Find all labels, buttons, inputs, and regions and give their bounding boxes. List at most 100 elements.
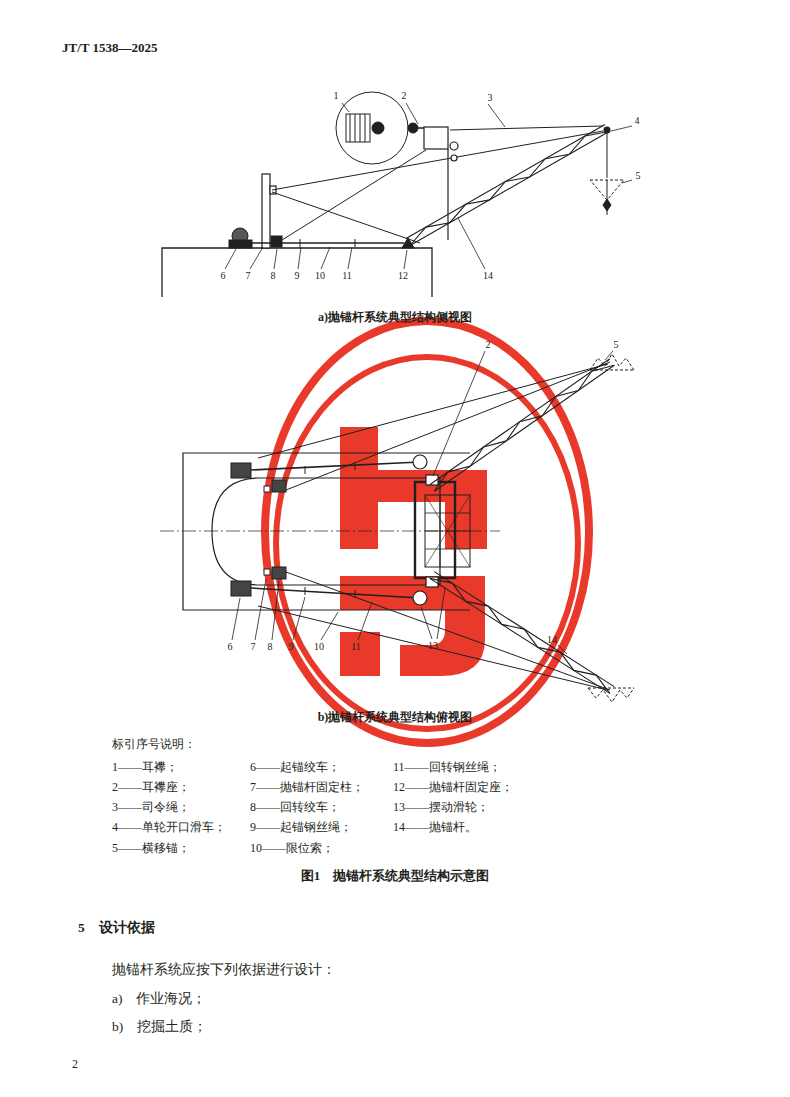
winches-top bbox=[231, 463, 286, 596]
leader-lines-top bbox=[558, 645, 567, 654]
leader-lines-top bbox=[321, 612, 338, 640]
winches-top bbox=[272, 480, 286, 492]
key-entry: 11——回转钢丝绳； bbox=[393, 761, 501, 775]
anchor-booms-top bbox=[430, 578, 610, 693]
wire-ropes bbox=[282, 150, 426, 240]
wire-ropes bbox=[252, 242, 404, 244]
eye-inset bbox=[346, 114, 370, 142]
leader-lines-side bbox=[488, 104, 505, 127]
traverse-anchors-top bbox=[590, 370, 634, 371]
body-text: a) 作业海况； bbox=[112, 991, 207, 1007]
swing-pulleys bbox=[413, 591, 427, 605]
body-text: b) 挖掘土质； bbox=[112, 1019, 207, 1035]
eye-seat-tower bbox=[424, 127, 458, 240]
leader-lines-side bbox=[274, 249, 277, 269]
callout-number: 2 bbox=[402, 90, 407, 102]
wire-ropes bbox=[300, 239, 301, 247]
leader-lines-side bbox=[225, 249, 236, 269]
swing-pulleys bbox=[413, 455, 427, 469]
page-header: JT/T 1538—2025 bbox=[62, 41, 157, 56]
callout-number: 11 bbox=[342, 270, 352, 282]
key-heading: 标引序号说明： bbox=[112, 738, 196, 752]
callout-number: 12 bbox=[398, 270, 408, 282]
eye-seat-tower bbox=[450, 142, 458, 150]
section-heading: 5 设计依据 bbox=[78, 920, 155, 936]
key-entry: 7——抛锚杆固定柱； bbox=[250, 781, 364, 795]
key-entry: 1——耳襻； bbox=[112, 761, 178, 775]
callout-number: 14 bbox=[483, 270, 493, 282]
leader-lines-side bbox=[250, 247, 263, 269]
traverse-anchors-top bbox=[588, 354, 634, 702]
eye-seat-tower bbox=[451, 155, 457, 161]
key-entry: 5——横移锚； bbox=[112, 842, 190, 856]
watermark-logo bbox=[400, 576, 485, 676]
anchor-boom-side bbox=[410, 132, 609, 246]
hull-side bbox=[162, 248, 432, 297]
callout-number: 10 bbox=[315, 270, 325, 282]
callout-number: 9 bbox=[295, 270, 300, 282]
callout-number: 1 bbox=[334, 90, 339, 102]
bow-frame bbox=[425, 495, 470, 567]
callout-number: 7 bbox=[251, 641, 256, 653]
eye-inset bbox=[408, 123, 418, 133]
leader-lines-top bbox=[272, 581, 279, 640]
bow-frame bbox=[425, 495, 470, 567]
bow-frame bbox=[425, 495, 470, 567]
hull-top bbox=[160, 531, 500, 532]
leader-lines-top bbox=[433, 351, 485, 476]
leader-lines-top bbox=[421, 607, 432, 639]
leader-lines-side bbox=[406, 103, 418, 124]
wire-ropes-top bbox=[258, 364, 608, 458]
key-entry: 14——抛锚杆。 bbox=[393, 821, 477, 835]
anchor-boom-side bbox=[604, 127, 610, 133]
eye-inset bbox=[355, 114, 356, 142]
traverse-anchor-side bbox=[607, 133, 608, 178]
watermark-stamp bbox=[265, 321, 589, 743]
bow-frame bbox=[425, 549, 470, 550]
key-entry: 10——限位索； bbox=[250, 842, 334, 856]
anchor-booms-top bbox=[434, 365, 614, 491]
key-entry: 13——摆动滑轮； bbox=[393, 801, 489, 815]
traverse-anchors-top bbox=[588, 688, 634, 702]
leader-lines-top bbox=[293, 597, 305, 640]
callout-number: 8 bbox=[268, 641, 273, 653]
winches-top bbox=[231, 463, 251, 478]
traverse-anchors-top bbox=[590, 354, 634, 370]
callout-number: 5 bbox=[636, 170, 641, 182]
key-entry: 12——抛锚杆固定座； bbox=[393, 781, 513, 795]
figure-caption: 图1 抛锚杆系统典型结构示意图 bbox=[301, 869, 490, 884]
eye-seat-tower bbox=[424, 127, 448, 149]
eye-inset bbox=[372, 122, 384, 134]
callout-number: 4 bbox=[635, 115, 640, 127]
wire-ropes-top bbox=[251, 362, 610, 690]
winches-top bbox=[272, 567, 286, 579]
page-number: 2 bbox=[72, 1058, 78, 1072]
hull-top bbox=[212, 478, 440, 585]
leader-lines-top bbox=[437, 588, 445, 639]
key-entry: 6——起锚绞车； bbox=[250, 761, 340, 775]
wire-ropes-top bbox=[251, 462, 420, 470]
callout-number: 6 bbox=[221, 270, 226, 282]
hull-side bbox=[162, 248, 432, 297]
bow-frame bbox=[440, 495, 441, 567]
view-title: b)抛锚杆系统典型结构俯视图 bbox=[318, 711, 473, 725]
watermark-stamp bbox=[265, 321, 589, 743]
body-text: 抛锚杆系统应按下列依据进行设计： bbox=[112, 962, 336, 978]
traverse-anchors-top bbox=[588, 688, 634, 689]
bow-frame bbox=[415, 482, 470, 578]
anchor-boom-side bbox=[402, 125, 610, 249]
leader-lines-top bbox=[232, 598, 240, 640]
callout-number: 14 bbox=[547, 634, 557, 646]
eye-seat-tower bbox=[447, 149, 448, 240]
eye-inset bbox=[350, 114, 351, 142]
callout-number: 10 bbox=[314, 641, 324, 653]
callout-number: 13 bbox=[428, 640, 438, 652]
callout-number: 11 bbox=[351, 641, 361, 653]
wire-ropes bbox=[355, 239, 356, 247]
hull-top bbox=[160, 453, 500, 610]
wire-ropes bbox=[252, 126, 603, 247]
eye-inset bbox=[365, 114, 366, 142]
leader-lines-side bbox=[298, 247, 301, 269]
bow-frame bbox=[415, 482, 455, 578]
